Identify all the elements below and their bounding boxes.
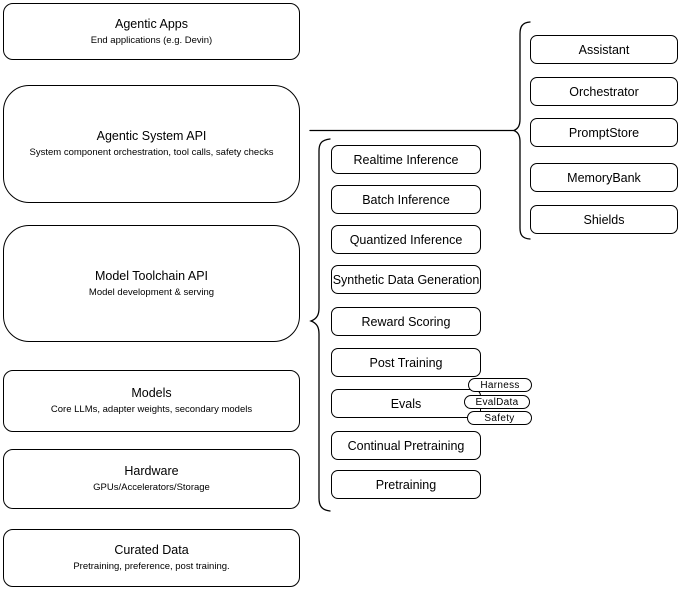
node-realtime-inference: Realtime Inference [331,145,481,174]
node-quantized-inference: Quantized Inference [331,225,481,254]
node-curated-data: Curated Data Pretraining, preference, po… [3,529,300,587]
node-batch-inference: Batch Inference [331,185,481,214]
node-title: Models [131,386,172,400]
node-subtitle: Model development & serving [88,286,215,298]
node-subtitle: Core LLMs, adapter weights, secondary mo… [50,404,253,415]
node-pretraining: Pretraining [331,470,481,499]
node-models: Models Core LLMs, adapter weights, secon… [3,370,300,432]
node-subtitle: GPUs/Accelerators/Storage [93,482,210,493]
node-memorybank: MemoryBank [530,163,678,192]
node-evals: Evals [331,389,481,418]
node-shields: Shields [530,205,678,234]
node-title: Agentic Apps [115,16,188,31]
tag-harness: Harness [468,378,532,392]
node-title: Hardware [124,464,179,478]
node-assistant: Assistant [530,35,678,64]
node-title: Model Toolchain API [94,268,209,283]
toolchain-components-brace [309,138,331,512]
node-agentic-apps: Agentic Apps End applications (e.g. Devi… [3,3,300,60]
node-post-training: Post Training [331,348,481,377]
node-hardware: Hardware GPUs/Accelerators/Storage [3,449,300,509]
node-model-toolchain-api: Model Toolchain API Model development & … [3,225,300,342]
node-subtitle: System component orchestration, tool cal… [29,147,274,158]
node-title: Agentic System API [96,129,207,143]
tag-evaldata: EvalData [464,395,530,409]
system-components-brace [512,21,531,240]
node-reward-scoring: Reward Scoring [331,307,481,336]
node-continual-pretraining: Continual Pretraining [331,431,481,460]
node-promptstore: PromptStore [530,118,678,147]
node-title: Curated Data [114,543,189,557]
node-synthetic-data-generation: Synthetic Data Generation [331,265,481,294]
node-orchestrator: Orchestrator [530,77,678,106]
node-subtitle: Pretraining, preference, post training. [73,561,230,572]
tag-safety: Safety [467,411,532,425]
node-subtitle: End applications (e.g. Devin) [90,34,213,46]
node-agentic-system-api: Agentic System API System component orch… [3,85,300,203]
